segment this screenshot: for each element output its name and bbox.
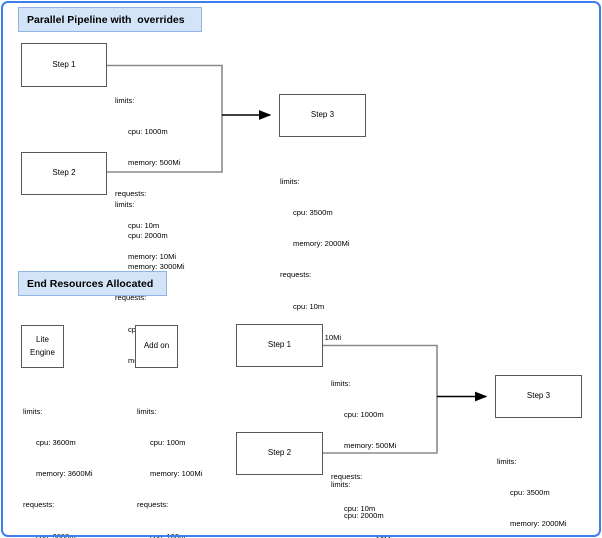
resources-bottom-step3: limits: cpu: 3500m memory: 2000Mi reques… — [497, 436, 567, 538]
section-title-end-resources: End Resources Allocated — [18, 271, 167, 296]
node-top-step1: Step 1 — [21, 43, 107, 87]
resource-line: cpu: 10m — [344, 503, 376, 513]
resource-line: cpu: 100m — [150, 531, 186, 538]
node-lite-engine-label: Lite Engine — [30, 334, 55, 357]
node-top-step3-label: Step 3 — [310, 110, 335, 120]
resource-line: cpu: 10m — [128, 220, 160, 230]
section-title-parallel-pipeline: Parallel Pipeline with overrides — [18, 7, 202, 32]
resource-line: limits: — [137, 406, 157, 416]
resource-line: limits: — [115, 199, 135, 209]
node-bottom-step2-label: Step 2 — [267, 448, 292, 458]
resource-line: requests: — [331, 472, 363, 482]
resource-line: requests: — [137, 500, 169, 510]
resource-line: memory: 500Mi — [344, 441, 397, 451]
resource-line: requests: — [115, 293, 147, 303]
resources-lite-engine: limits: cpu: 3600m memory: 3600Mi reques… — [23, 386, 93, 538]
node-bottom-step1: Step 1 — [236, 324, 323, 367]
top-elbow-connector — [107, 64, 223, 173]
resource-line: limits: — [331, 378, 351, 388]
bottom-elbow-connector — [323, 344, 438, 454]
node-add-on-label: Add on — [143, 341, 170, 351]
resource-line: memory: 2000Mi — [293, 239, 350, 249]
resource-line: cpu: 1000m — [344, 410, 384, 420]
node-bottom-step1-label: Step 1 — [267, 340, 292, 350]
resource-line: memory: 3000Mi — [128, 262, 185, 272]
resource-line: limits: — [115, 95, 135, 105]
resource-line: memory: 500Mi — [128, 158, 181, 168]
node-top-step1-label: Step 1 — [52, 59, 76, 69]
node-bottom-step3: Step 3 — [495, 375, 582, 418]
node-lite-engine: Lite Engine — [21, 325, 64, 368]
node-add-on: Add on — [135, 325, 178, 368]
node-top-step3: Step 3 — [279, 94, 366, 137]
resource-line: cpu: 2000m — [128, 231, 168, 241]
resource-line: limits: — [23, 406, 43, 416]
resource-line: limits: — [497, 456, 517, 466]
resource-line: cpu: 3500m — [510, 488, 550, 498]
resource-line: memory: 3600Mi — [36, 469, 93, 479]
resource-line: limits: — [280, 176, 300, 186]
resource-line: cpu: 3600m — [36, 438, 76, 448]
resource-line: requests: — [23, 500, 55, 510]
resource-line: requests: — [280, 270, 312, 280]
node-top-step2: Step 2 — [21, 152, 107, 195]
resource-line: memory: 100Mi — [150, 469, 203, 479]
resource-line: memory: 2000Mi — [510, 519, 567, 529]
resource-line: limits: — [331, 479, 351, 489]
node-bottom-step3-label: Step 3 — [526, 391, 551, 401]
resource-line: cpu: 3600m — [36, 531, 76, 538]
node-bottom-step2: Step 2 — [236, 432, 323, 475]
resource-line: cpu: 3500m — [293, 208, 333, 218]
resource-line: requests: — [115, 189, 147, 199]
node-top-step2-label: Step 2 — [52, 168, 76, 178]
resources-top-step1: limits: cpu: 1000m memory: 500Mi request… — [115, 75, 180, 283]
resources-add-on: limits: cpu: 100m memory: 100Mi requests… — [137, 386, 202, 538]
resource-line: memory: 10Mi — [128, 251, 177, 261]
resource-line: cpu: 10m — [293, 301, 325, 311]
resource-line: cpu: 2000m — [344, 511, 384, 521]
resource-line: cpu: 100m — [150, 438, 186, 448]
resources-bottom-step2: limits: cpu: 2000m memory: 3000Mi reques… — [331, 459, 401, 538]
resource-line: cpu: 1000m — [128, 127, 168, 137]
